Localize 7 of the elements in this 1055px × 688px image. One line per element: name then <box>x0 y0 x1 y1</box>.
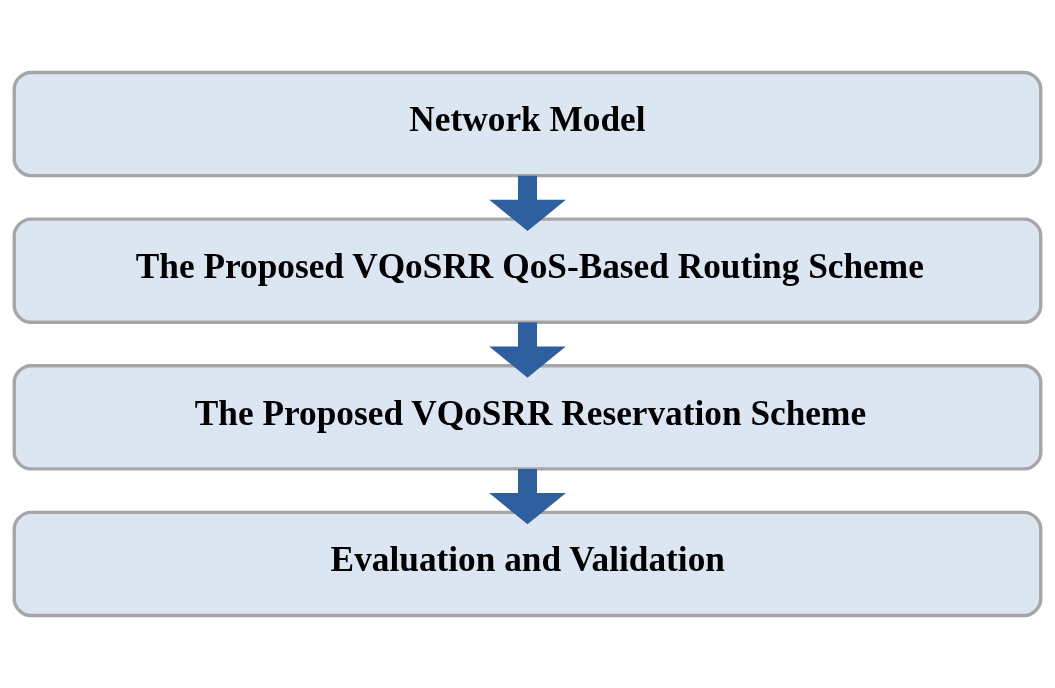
arrow <box>489 175 566 232</box>
node-box: The Proposed VQoSRR Reservation Scheme <box>12 364 1043 471</box>
node-box: The Proposed VQoSRR QoS-Based Routing Scheme <box>12 217 1043 324</box>
arrow <box>489 469 566 525</box>
node-box: Network Model <box>12 70 1043 178</box>
node-box: Evaluation and Validation <box>12 510 1043 618</box>
arrow <box>489 322 566 378</box>
